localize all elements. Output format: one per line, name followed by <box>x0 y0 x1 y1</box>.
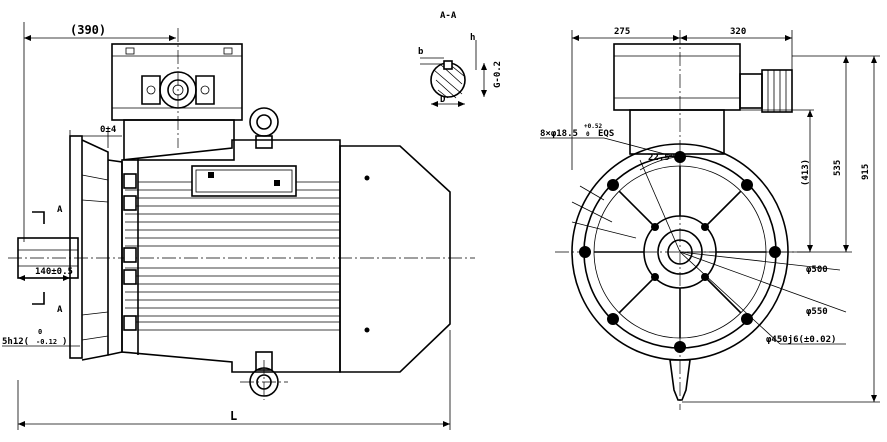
fan-ribs <box>594 166 766 338</box>
sec-d-label: D <box>440 95 446 105</box>
holes-eqs-label: EQS <box>598 129 614 139</box>
holes-tol-label: +0.52 <box>584 123 602 130</box>
cable-gland-side <box>739 73 763 109</box>
nameplate <box>191 165 297 197</box>
dim-915-label: 915 <box>861 164 871 180</box>
dim-535-label: 535 <box>833 160 843 176</box>
dia-450-label: φ450j6(±0.02) <box>766 334 836 345</box>
lifting-eye-top <box>249 107 279 149</box>
fit-0-4-label: 0±4 <box>100 125 117 135</box>
section-title: A-A <box>440 11 457 21</box>
section-a-bottom-label: A <box>57 305 63 315</box>
dim-390-label: (390) <box>70 23 106 37</box>
terminal-box-front <box>613 43 741 111</box>
terminal-box <box>111 43 243 121</box>
sec-h-label: h <box>470 33 475 43</box>
lifting-eye-bottom <box>240 351 288 400</box>
key-tol-main: 5h12( <box>2 337 29 347</box>
overall-length-label: L <box>230 409 237 423</box>
key-length-label: 140±0.5 <box>35 267 73 277</box>
flange <box>69 135 83 359</box>
key-tol-lower: -0.12 <box>36 338 57 346</box>
cooling-fins <box>125 189 340 323</box>
holes-tol-zero: 0 <box>586 131 590 138</box>
dim-320-label: 320 <box>730 27 746 37</box>
side-view: (390) 0±4 A A 140±0.5 5h12( 0 -0.12 ) L <box>2 22 475 430</box>
dim-413-label: (413) <box>801 159 811 186</box>
section-a-top-label: A <box>57 205 63 215</box>
fan-cover <box>339 145 451 373</box>
drain-plug <box>669 359 691 401</box>
key-tol-close: ) <box>62 337 67 347</box>
mounting-holes <box>579 151 781 353</box>
angle-label: 22.5° <box>648 153 675 163</box>
section-a-a: A-A b h G-0.2 D <box>418 11 503 107</box>
dia-500-label: φ500 <box>806 265 828 275</box>
holes-main-label: 8×φ18.5 <box>540 129 578 139</box>
key-tol-upper: 0 <box>38 328 42 336</box>
dia-550-label: φ550 <box>806 307 828 317</box>
dim-275-label: 275 <box>614 27 630 37</box>
front-view: 275 320 8×φ18.5 +0.52 0 EQS 22.5° φ500 φ… <box>540 27 880 410</box>
sec-b-label: b <box>418 47 424 57</box>
sec-g-label: G-0.2 <box>493 61 503 88</box>
